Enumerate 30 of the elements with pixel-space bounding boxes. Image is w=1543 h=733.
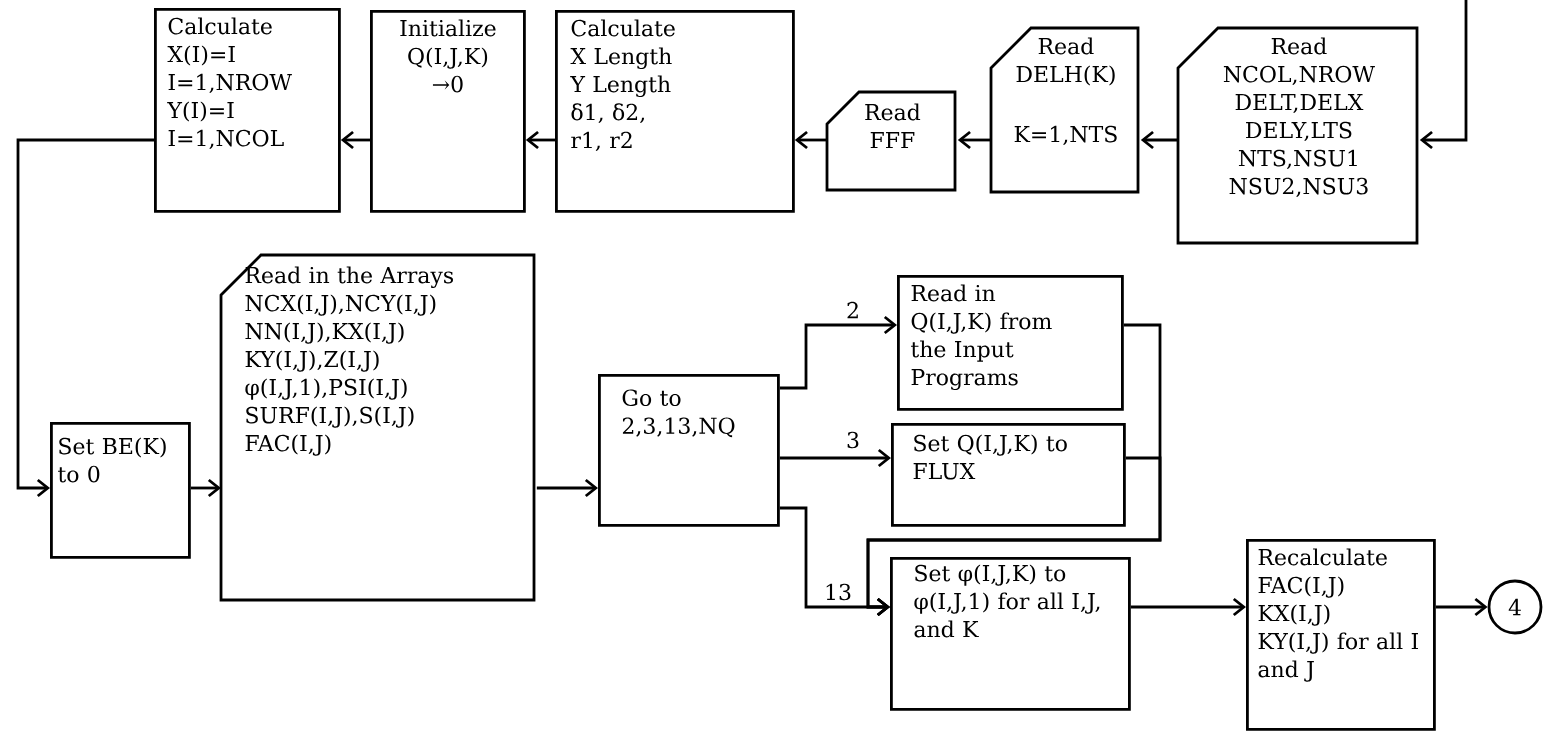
process-box: Calculate X(I)=I I=1,NROW Y(I)=I I=1,NCOL bbox=[154, 8, 341, 213]
arrow bbox=[1130, 597, 1246, 617]
process-box: Set Q(I,J,K) to FLUX bbox=[891, 423, 1126, 527]
arrow bbox=[525, 130, 555, 150]
arrow bbox=[866, 456, 1162, 617]
input-card: Read FFF bbox=[825, 90, 957, 192]
input-card: Read DELH(K) K=1,NTS bbox=[989, 26, 1140, 194]
process-box: Set φ(I,J,K) to φ(I,J,1) for all I,J, and K bbox=[890, 557, 1131, 711]
edge-label: 13 bbox=[822, 581, 854, 603]
arrow bbox=[957, 130, 991, 150]
input-card: Read in the Arrays NCX(I,J),NCY(I,J) NN(I,J),KX(I,J) KY(I,J),Z(I,J) φ(I,J,1),PSI(I,J) SURF(I,J),S(I,J) FAC(I,J) bbox=[219, 253, 536, 602]
arrow bbox=[779, 315, 897, 390]
process-box: Calculate X Length Y Length δ1, δ2, r1, r2 bbox=[555, 10, 795, 213]
edge-label: 2 bbox=[844, 299, 862, 321]
process-box: Initialize Q(I,J,K) →0 bbox=[370, 10, 526, 213]
arrow bbox=[794, 130, 827, 150]
process-box: Read in Q(I,J,K) from the Input Programs bbox=[897, 275, 1124, 411]
arrow bbox=[1140, 130, 1178, 150]
process-box: Recalculate FAC(I,J) KX(I,J) KY(I,J) for all I and J bbox=[1246, 539, 1436, 731]
edge-label: 3 bbox=[844, 429, 862, 451]
arrow bbox=[340, 130, 370, 150]
arrow bbox=[779, 448, 891, 468]
input-card: Read NCOL,NROW DELT,DELX DELY,LTS NTS,NSU1 NSU2,NSU3 bbox=[1176, 26, 1419, 245]
arrow bbox=[1419, 0, 1468, 150]
process-box: Set BE(K) to 0 bbox=[50, 422, 191, 559]
process-box: Go to 2,3,13,NQ bbox=[598, 374, 780, 527]
arrow bbox=[536, 478, 598, 498]
arrow bbox=[190, 478, 221, 498]
arrow bbox=[1435, 597, 1488, 617]
arrow bbox=[16, 138, 154, 498]
